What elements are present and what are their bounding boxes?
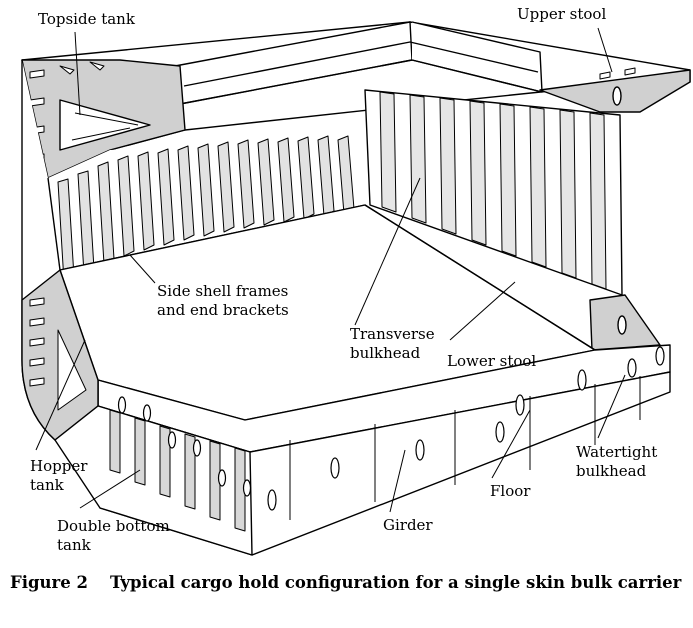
figure-title: Typical cargo hold configuration for a s… xyxy=(110,573,682,592)
label-double-bottom-tank: Double bottom tank xyxy=(57,517,170,554)
tank-top xyxy=(59,204,671,453)
label-hopper-tank: Hopper tank xyxy=(30,457,88,494)
lower-stool xyxy=(589,294,661,351)
deck-structure xyxy=(21,21,691,179)
label-floor: Floor xyxy=(490,482,531,500)
label-watertight-bulkhead: Watertight bulkhead xyxy=(576,443,658,480)
cargo-hold-diagram xyxy=(21,21,691,556)
label-side-shell-frames: Side shell frames and end brackets xyxy=(157,282,289,319)
label-girder: Girder xyxy=(383,516,433,534)
label-transverse-bulkhead: Transverse bulkhead xyxy=(350,325,435,362)
floors xyxy=(289,376,641,520)
upper-stool xyxy=(539,67,691,113)
leader-lines xyxy=(35,27,626,513)
label-upper-stool: Upper stool xyxy=(517,5,607,23)
double-bottom xyxy=(54,346,671,556)
hopper-tank xyxy=(21,269,99,441)
figure-number: Figure 2 xyxy=(10,573,88,592)
label-lower-stool: Lower stool xyxy=(447,352,537,370)
transverse-bulkhead xyxy=(364,89,623,296)
label-topside-tank: Topside tank xyxy=(38,10,135,28)
side-shell-frames xyxy=(57,135,355,283)
